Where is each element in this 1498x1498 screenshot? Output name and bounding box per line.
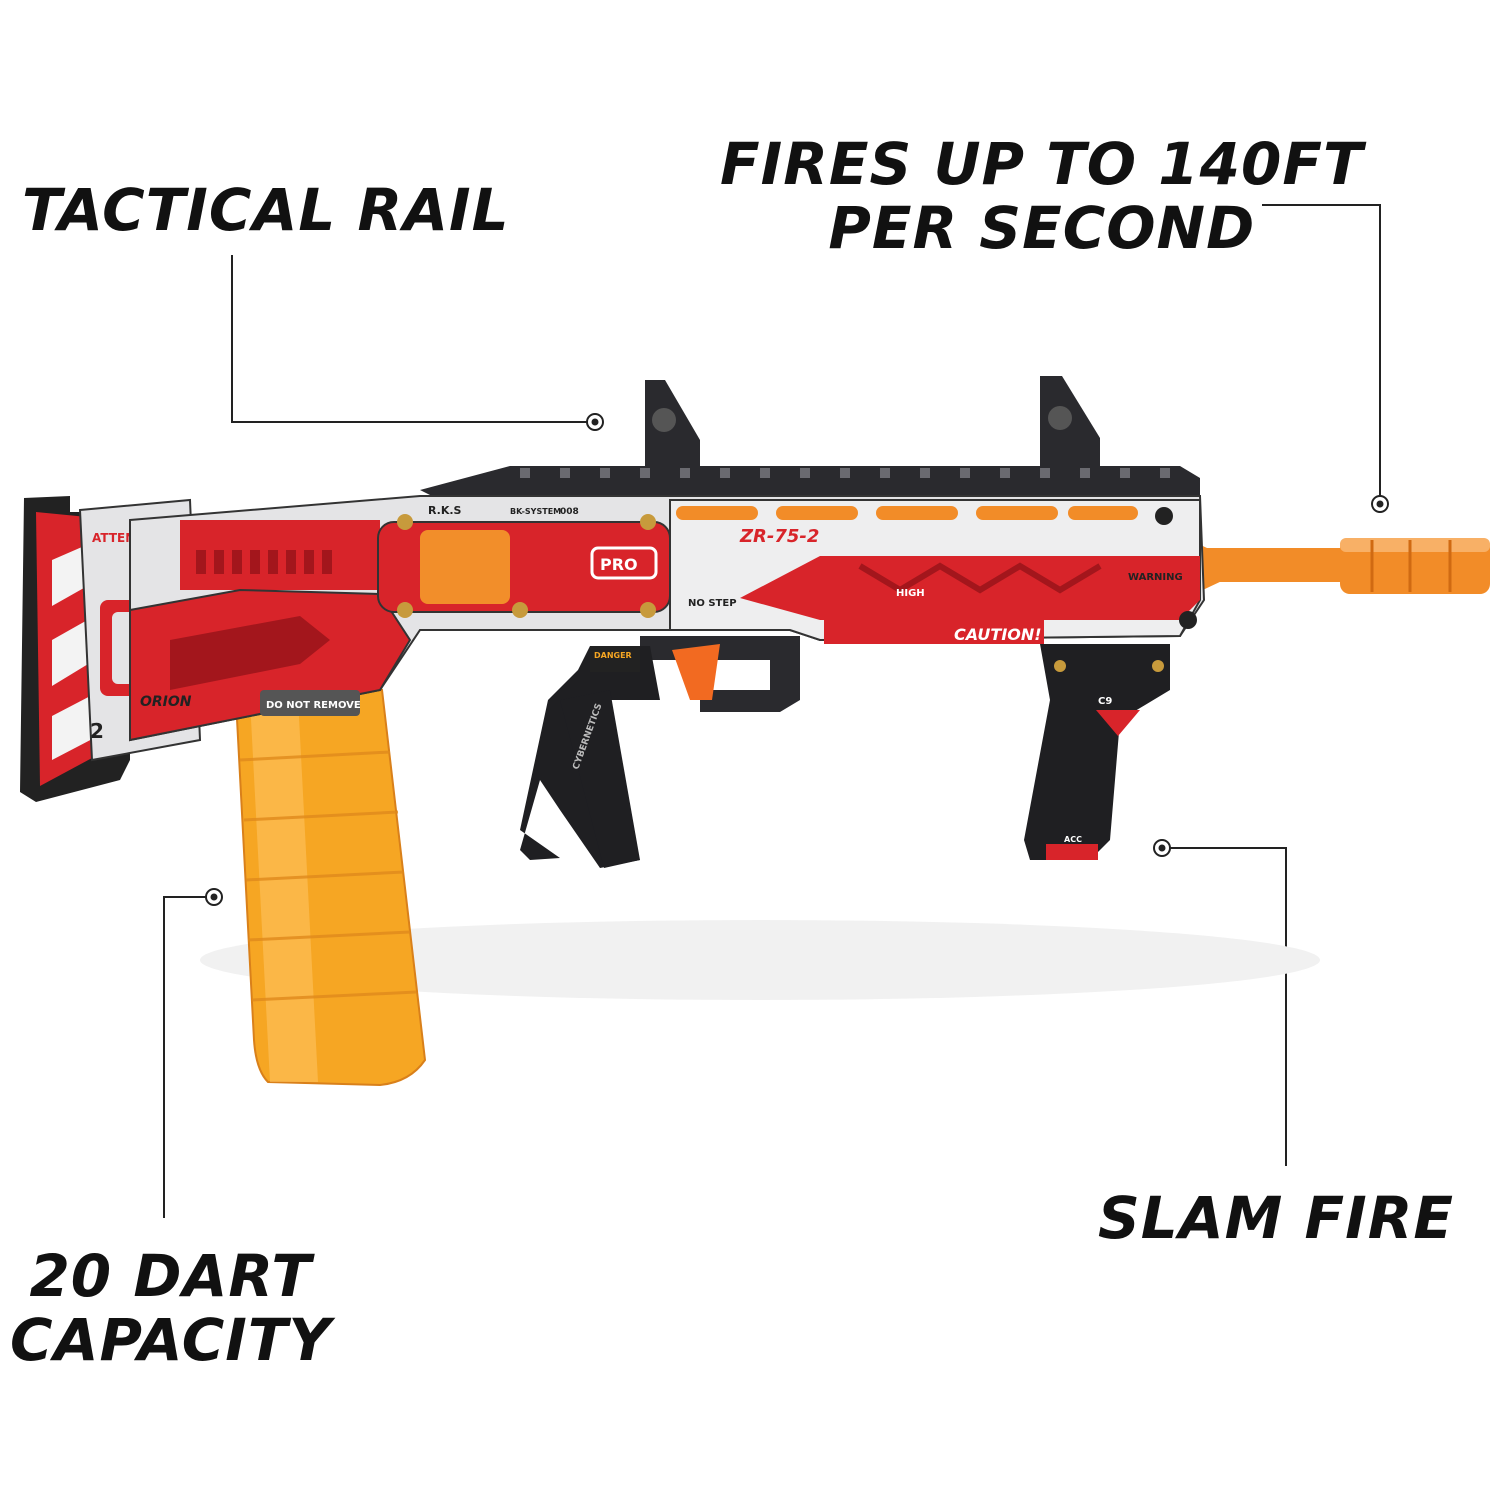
- slam-fire-label: SLAM FIRE: [1098, 1184, 1455, 1252]
- fire-speed-leader: [1262, 204, 1381, 502]
- dart-capacity-label: 20 DART CAPACITY: [10, 1244, 331, 1372]
- danger-marking: DANGER: [594, 651, 632, 660]
- leader-dots: [205, 413, 1389, 906]
- high-pressure-marking: HIGH: [896, 588, 925, 599]
- dart-capacity-line-1: 20 DART: [29, 1242, 312, 1310]
- fire-speed-line-1: FIRES UP TO 140FT: [720, 130, 1364, 198]
- magazine: [234, 688, 427, 1087]
- handguard: CAUTION! ZR-75-2 NO STEP HIGH WARNING R.…: [428, 499, 1201, 644]
- orion-marking: ORION: [140, 694, 192, 710]
- code-marking: 008: [560, 507, 579, 517]
- trigger-guard: [640, 636, 800, 712]
- fire-speed-label: FIRES UP TO 140FT PER SECOND: [720, 132, 1364, 260]
- stock-number-marking: 2: [90, 719, 104, 743]
- fire-speed-line-2: PER SECOND: [828, 194, 1256, 262]
- slam-fire-leader: [1162, 847, 1287, 1166]
- dart-capacity-line-2: CAPACITY: [10, 1306, 332, 1374]
- do-not-remove-marking: DO NOT REMOVE: [266, 700, 361, 711]
- tactical-rail-leader: [231, 255, 592, 423]
- caution-marking: CAUTION!: [954, 625, 1042, 644]
- leader-lines: [163, 204, 1381, 1218]
- model-marking: ZR-75-2: [739, 526, 819, 547]
- acc-marking: ACC: [1064, 835, 1082, 844]
- pistol-grip: DANGER CYBERNETICS: [520, 646, 660, 868]
- pump-cylinder: PRO: [377, 514, 671, 618]
- c9-marking: C9: [1098, 696, 1112, 707]
- rks-marking: R.K.S: [428, 504, 462, 517]
- tactical-rail-label: TACTICAL RAIL: [22, 176, 510, 244]
- vertical-foregrip: ACC C9: [1024, 644, 1170, 860]
- no-step-marking: NO STEP: [688, 598, 737, 609]
- system-marking: BK-SYSTEM: [510, 507, 561, 516]
- warning-marking: WARNING: [1128, 572, 1183, 583]
- tactical-rail: [420, 376, 1200, 500]
- pro-marking: PRO: [600, 555, 638, 574]
- floor-shadow: [200, 920, 1320, 1000]
- capacity-leader: [163, 896, 214, 1218]
- barrel: [1190, 538, 1490, 596]
